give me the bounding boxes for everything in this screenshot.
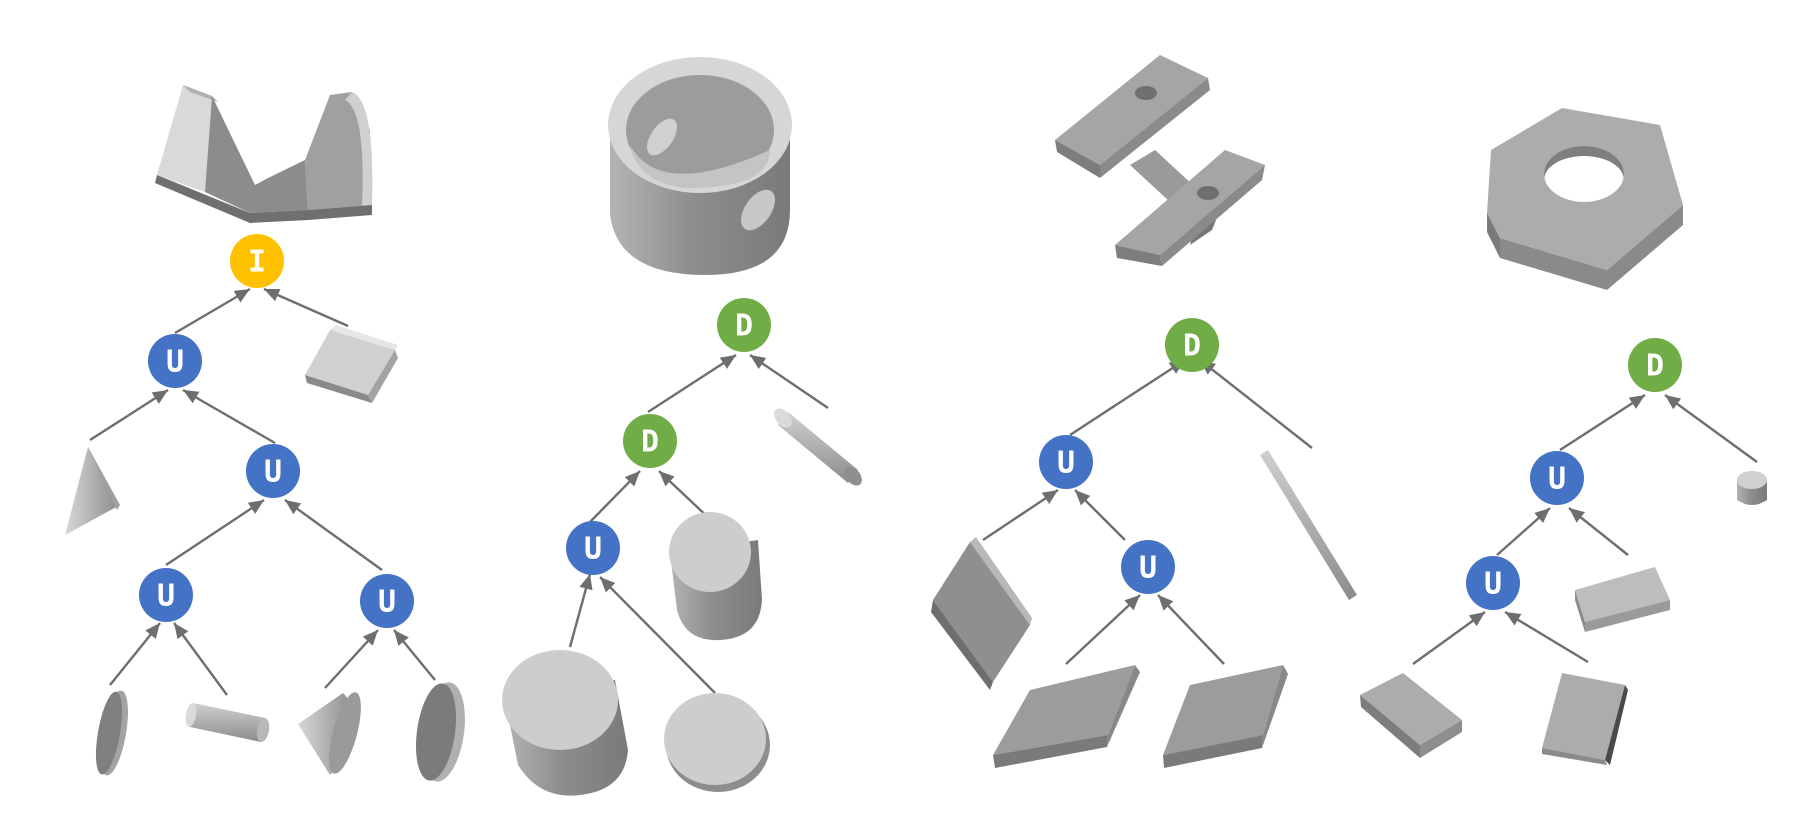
tree-3: D U U xyxy=(931,55,1357,768)
difference-node-label: D xyxy=(641,425,659,460)
thin-disk-primitive xyxy=(95,690,128,776)
hollow-cylinder-result-shape xyxy=(608,57,792,275)
box-plate-primitive xyxy=(993,665,1140,768)
union-node: U xyxy=(139,568,193,622)
union-node-label: U xyxy=(378,585,396,620)
u-bracket-result-shape xyxy=(155,85,373,223)
flat-disk-primitive xyxy=(664,693,770,792)
difference-node: D xyxy=(623,414,677,468)
small-cylinder-primitive xyxy=(774,408,862,486)
half-cone-primitive xyxy=(65,447,120,535)
cylinder-primitive xyxy=(669,512,762,641)
union-node: U xyxy=(1121,540,1175,594)
union-node: U xyxy=(1466,556,1520,610)
box-plate-primitive xyxy=(1163,665,1288,768)
union-node-label: U xyxy=(1548,462,1566,497)
cone-primitive xyxy=(298,692,361,775)
large-cylinder-primitive xyxy=(502,650,628,796)
thin-disk-primitive xyxy=(415,682,465,782)
difference-node: D xyxy=(1628,338,1682,392)
union-node-label: U xyxy=(584,532,602,567)
tree-2: D D U xyxy=(502,57,862,796)
union-node: U xyxy=(148,334,202,388)
difference-node-label: D xyxy=(1183,329,1201,364)
difference-node: D xyxy=(1165,318,1219,372)
union-node-label: U xyxy=(1484,567,1502,602)
small-cylinder-primitive xyxy=(185,703,270,742)
intersection-node-label: I xyxy=(248,245,266,280)
union-node-label: U xyxy=(1057,446,1075,481)
difference-node: D xyxy=(717,298,771,352)
i-beam-bracket-result-shape xyxy=(1055,55,1265,266)
box-plate-primitive xyxy=(1542,673,1628,765)
tree-1: I U U U U xyxy=(65,85,465,782)
thin-rod-primitive xyxy=(1260,450,1357,600)
union-node: U xyxy=(1530,451,1584,505)
difference-node-label: D xyxy=(1646,349,1664,384)
union-node-label: U xyxy=(264,455,282,490)
union-node: U xyxy=(1039,435,1093,489)
small-cylinder-primitive xyxy=(1737,471,1767,505)
union-node-label: U xyxy=(166,345,184,380)
union-node-label: U xyxy=(157,579,175,614)
cube-primitive xyxy=(305,325,398,403)
union-node: U xyxy=(566,521,620,575)
union-node: U xyxy=(246,444,300,498)
box-plate-primitive xyxy=(931,537,1032,690)
hexagonal-nut-result-shape xyxy=(1487,108,1683,290)
union-node-label: U xyxy=(1139,551,1157,586)
intersection-node: I xyxy=(230,234,284,288)
box-plate-primitive xyxy=(1360,673,1462,758)
difference-node-label: D xyxy=(735,309,753,344)
box-plate-primitive xyxy=(1575,567,1670,632)
tree-4: D U U xyxy=(1360,108,1767,765)
union-node: U xyxy=(360,574,414,628)
